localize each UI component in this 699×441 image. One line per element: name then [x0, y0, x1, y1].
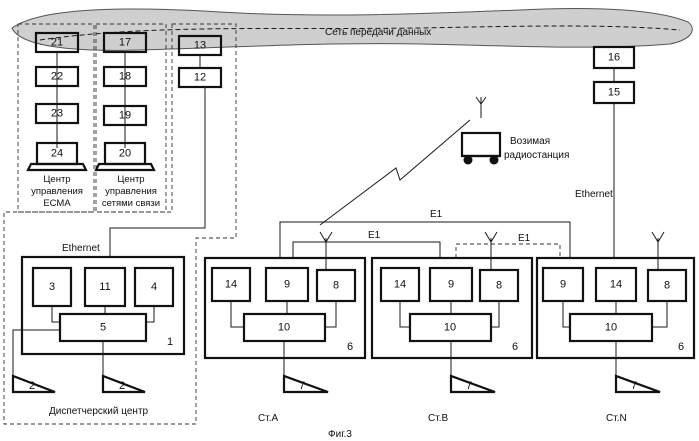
figure-caption: Фиг.3: [328, 429, 352, 440]
station-n-label: Ст.N: [606, 413, 627, 424]
node-18-label: 18: [119, 71, 131, 83]
mobile-label-line2: радиостанция: [504, 150, 569, 161]
node-22-label: 22: [51, 71, 63, 83]
station-a-14-label: 14: [225, 279, 237, 291]
station-n-10-label: 10: [605, 322, 617, 334]
node-15-label: 15: [608, 87, 620, 99]
ethernet-right-label: Ethernet: [575, 189, 613, 200]
station-a-7: [284, 376, 328, 392]
e1-mid-label: E1: [368, 230, 381, 241]
node-24-label: 24: [51, 148, 63, 160]
e1-right-label: E1: [518, 233, 531, 244]
station-a-8-label: 8: [333, 280, 339, 292]
station-a-7-label: 7: [299, 380, 305, 392]
station-n-14-label: 14: [610, 279, 622, 291]
mobile-radio-wheel-right: [490, 156, 499, 165]
mobile-radio-body: [462, 133, 500, 156]
ecma-label-line3: ЕСМА: [43, 198, 71, 209]
dispatch-center-group: [4, 24, 236, 424]
node-16-label: 16: [608, 52, 620, 64]
node-12-label: 12: [194, 72, 206, 84]
node-20-base: [96, 164, 154, 170]
node-4-label: 4: [151, 281, 157, 293]
station-b-7: [451, 376, 495, 392]
ecma-label-line2: управления: [31, 186, 83, 197]
node-5-label: 5: [100, 322, 106, 334]
node-2b-label: 2: [119, 380, 125, 392]
comm-label-line2: управления: [105, 186, 157, 197]
ecma-label-line1: Центр: [43, 174, 70, 185]
station-a-6-label: 6: [347, 341, 353, 353]
station-b-6-label: 6: [512, 341, 518, 353]
node-2a-label: 2: [29, 380, 35, 392]
comm-label-line3: сетями связи: [102, 198, 160, 209]
station-b-14-label: 14: [394, 279, 406, 291]
station-b-10-label: 10: [444, 322, 456, 334]
station-n-8-label: 8: [664, 280, 670, 292]
station-a-10-label: 10: [278, 322, 290, 334]
station-n-9-label: 9: [560, 279, 566, 291]
ethernet-top-label: Ethernet: [62, 243, 100, 254]
station-b-8-label: 8: [496, 280, 502, 292]
node-1-label: 1: [167, 336, 173, 348]
radio-link: [320, 120, 470, 225]
station-n-6-label: 6: [678, 341, 684, 353]
node-23-label: 23: [51, 108, 63, 120]
mobile-radio-wheel-left: [464, 156, 473, 165]
station-a-9-label: 9: [284, 279, 290, 291]
node-3-label: 3: [49, 281, 55, 293]
dispatch-label: Диспетчерский центр: [49, 406, 149, 417]
station-b-7-label: 7: [466, 380, 472, 392]
station-a-label: Ст.А: [258, 413, 278, 424]
station-b-label: Ст.В: [428, 413, 448, 424]
station-b-9-label: 9: [448, 279, 454, 291]
station-a-unit: [205, 258, 365, 358]
station-b-unit: [372, 258, 532, 358]
station-n-7-label: 7: [631, 380, 637, 392]
node-21-label: 21: [51, 37, 63, 49]
e1-top-label: E1: [430, 209, 443, 220]
node-19-label: 19: [119, 110, 131, 122]
network-label: Сеть передачи данных: [325, 27, 431, 38]
node-17-label: 17: [119, 37, 131, 49]
node-13-label: 13: [194, 40, 206, 52]
mobile-label-line1: Возимая: [510, 136, 550, 147]
station-n-7: [616, 376, 660, 392]
node-11-label: 11: [99, 281, 110, 293]
node-20-label: 20: [119, 148, 131, 160]
comm-label-line1: Центр: [117, 174, 144, 185]
node-24-base: [28, 164, 86, 170]
